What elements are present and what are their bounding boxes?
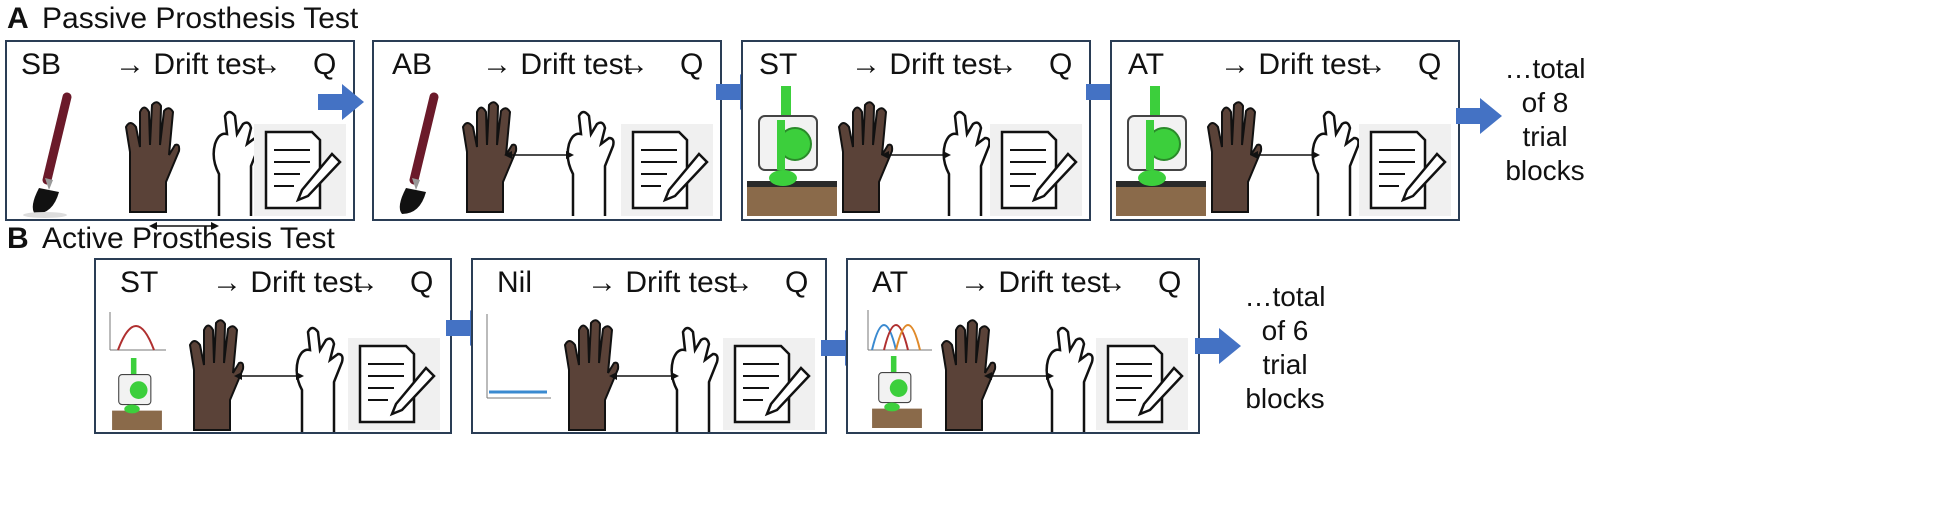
- drift-test-label: → Drift test: [587, 266, 738, 299]
- dark-hand-icon: [837, 101, 894, 213]
- total-line: of 8: [1521, 87, 1569, 118]
- dark-hand-icon: [124, 101, 181, 213]
- block-b-at: AT → Drift test → Q: [846, 258, 1200, 434]
- condition-label: AB: [392, 48, 433, 81]
- condition-label: Nil: [497, 266, 532, 299]
- drift-test-label: → Drift test: [115, 48, 266, 81]
- outline-hand-icon: [670, 326, 719, 432]
- step-arrow: →: [724, 266, 754, 299]
- questionnaire-label: Q: [410, 266, 434, 299]
- condition-label: ST: [120, 266, 159, 299]
- questionnaire-icon: [1359, 124, 1451, 216]
- questionnaire-icon: [1096, 338, 1188, 430]
- condition-label: AT: [1128, 48, 1165, 81]
- tactile-device-icon: [747, 86, 837, 216]
- questionnaire-label: Q: [785, 266, 809, 299]
- block-a-at: AT → Drift test → Q: [1110, 40, 1460, 221]
- outline-hand-icon: [1311, 110, 1360, 216]
- questionnaire-icon: [254, 124, 346, 216]
- step-arrow: →: [988, 48, 1018, 81]
- condition-label: ST: [759, 48, 798, 81]
- flow-arrow: [1456, 98, 1502, 134]
- block-a-ab: AB → Drift test → Q: [372, 40, 722, 221]
- dark-hand-icon: [1206, 101, 1263, 213]
- pressure-profile-icon: [109, 312, 166, 351]
- total-line: blocks: [1245, 383, 1325, 414]
- tactile-device-icon: [112, 358, 162, 430]
- dark-hand-icon: [188, 319, 245, 431]
- outline-hand-icon: [1045, 326, 1094, 432]
- brush-icon: [23, 92, 72, 218]
- step-arrow: →: [1097, 266, 1127, 299]
- flow-arrow: [318, 84, 364, 120]
- flow-arrow: [1195, 328, 1241, 364]
- dark-hand-icon: [461, 101, 518, 213]
- flat-profile-icon: [486, 314, 551, 399]
- block-b-nil: Nil → Drift test → Q: [471, 258, 827, 434]
- brush-icon: [399, 92, 439, 214]
- outline-hand-icon: [942, 110, 991, 216]
- pressure-profiles-icon: [867, 310, 932, 351]
- tactile-device-icon: [1116, 86, 1206, 216]
- block-a-st: ST → Drift test → Q: [741, 40, 1091, 221]
- outline-hand-icon: [295, 326, 344, 432]
- total-line: trial: [1262, 349, 1308, 380]
- questionnaire-label: Q: [1418, 48, 1442, 81]
- questionnaire-icon: [348, 338, 440, 430]
- total-line: …total: [1504, 53, 1586, 84]
- questionnaire-label: Q: [1049, 48, 1073, 81]
- step-arrow: →: [619, 48, 649, 81]
- dark-hand-icon: [563, 319, 620, 431]
- panel-a-total-note: …total of 8 trial blocks: [1500, 52, 1590, 188]
- questionnaire-icon: [723, 338, 815, 430]
- panel-b-total-note: …total of 6 trial blocks: [1240, 280, 1330, 416]
- drift-test-label: → Drift test: [212, 266, 363, 299]
- drift-test-label: → Drift test: [960, 266, 1111, 299]
- questionnaire-icon: [990, 124, 1082, 216]
- outline-hand-icon: [566, 110, 615, 216]
- questionnaire-label: Q: [313, 48, 337, 81]
- total-line: trial: [1522, 121, 1568, 152]
- tactile-device-icon: [872, 356, 922, 428]
- panel-b-label: B: [7, 222, 29, 255]
- block-b-st: ST → Drift test → Q: [94, 258, 452, 434]
- dark-hand-icon: [940, 319, 997, 431]
- panel-b-title: Active Prosthesis Test: [42, 222, 335, 255]
- step-arrow: →: [252, 48, 282, 81]
- total-line: blocks: [1505, 155, 1585, 186]
- drift-test-label: → Drift test: [1220, 48, 1371, 81]
- block-a-sb: SB → Drift test → Q: [5, 40, 355, 230]
- condition-label: AT: [872, 266, 909, 299]
- step-arrow: →: [1357, 48, 1387, 81]
- panel-a-label: A: [7, 2, 29, 35]
- questionnaire-label: Q: [1158, 266, 1182, 299]
- condition-label: SB: [21, 48, 62, 81]
- panel-a-title: Passive Prosthesis Test: [42, 2, 359, 35]
- drift-test-label: → Drift test: [851, 48, 1002, 81]
- total-line: of 6: [1261, 315, 1309, 346]
- drift-test-label: → Drift test: [482, 48, 633, 81]
- double-arrow-icon: [149, 222, 219, 230]
- total-line: …total: [1244, 281, 1326, 312]
- questionnaire-label: Q: [680, 48, 704, 81]
- questionnaire-icon: [621, 124, 713, 216]
- step-arrow: →: [349, 266, 379, 299]
